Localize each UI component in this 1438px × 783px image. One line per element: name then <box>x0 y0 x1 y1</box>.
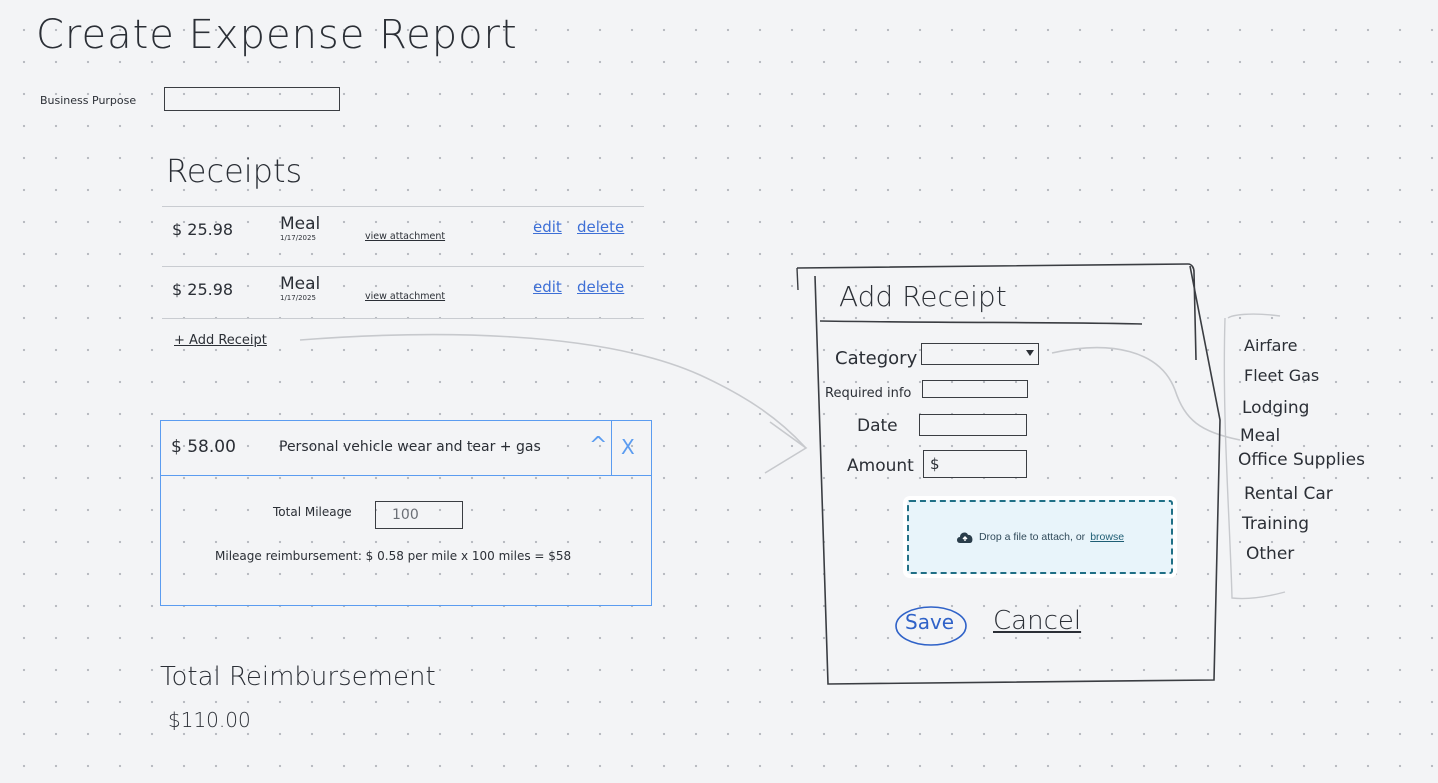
total-reimbursement-label: Total Reimbursement <box>160 662 436 692</box>
receipt-date: 1/17/2025 <box>280 294 316 302</box>
total-mileage-value: 100 <box>392 507 419 523</box>
total-reimbursement-value: $110.00 <box>168 708 251 732</box>
receipt-category: Meal <box>280 214 321 234</box>
page-title: Create Expense Report <box>36 12 518 58</box>
receipts-divider <box>162 266 644 267</box>
add-receipt-dialog: Add Receipt Category Required info Date … <box>815 266 1215 684</box>
amount-input[interactable]: $ <box>923 450 1027 478</box>
category-option[interactable]: Rental Car <box>1244 484 1333 504</box>
chevron-up-icon[interactable]: ^ <box>589 433 608 458</box>
mileage-header: $ 58.00 Personal vehicle wear and tear +… <box>161 421 651 476</box>
receipts-heading: Receipts <box>166 152 303 190</box>
delete-link[interactable]: delete <box>577 218 625 236</box>
close-icon[interactable]: X <box>621 435 635 459</box>
business-purpose-label: Business Purpose <box>40 94 137 107</box>
save-button[interactable]: Save <box>905 610 955 634</box>
file-dropzone[interactable]: Drop a file to attach, or browse <box>907 500 1173 574</box>
date-input[interactable] <box>919 414 1027 436</box>
amount-label: Amount <box>847 456 914 476</box>
receipt-category: Meal <box>280 274 321 294</box>
total-mileage-label: Total Mileage <box>273 505 352 519</box>
view-attachment-link[interactable]: view attachment <box>365 231 446 242</box>
category-select[interactable] <box>921 343 1039 365</box>
category-option[interactable]: Lodging <box>1242 398 1310 418</box>
receipt-date: 1/17/2025 <box>280 234 316 242</box>
date-label: Date <box>857 416 898 436</box>
category-option[interactable]: Office Supplies <box>1238 450 1365 470</box>
category-option[interactable]: Other <box>1246 544 1295 564</box>
mileage-reimbursement-text: Mileage reimbursement: $ 0.58 per mile x… <box>215 549 572 563</box>
business-purpose-input[interactable] <box>164 87 340 111</box>
cloud-upload-icon <box>956 532 973 543</box>
dropdown-arrow-icon <box>1026 350 1034 356</box>
required-info-label: Required info <box>825 386 912 401</box>
category-option[interactable]: Airfare <box>1244 336 1298 355</box>
receipt-row: $ 25.98 Meal 1/17/2025 view attachment e… <box>162 208 644 264</box>
category-option[interactable]: Training <box>1242 514 1310 534</box>
browse-link[interactable]: browse <box>1090 531 1125 543</box>
add-receipt-link[interactable]: + Add Receipt <box>174 333 267 348</box>
mileage-amount: $ 58.00 <box>171 437 236 457</box>
delete-link[interactable]: delete <box>577 278 625 296</box>
edit-link[interactable]: edit <box>533 218 562 236</box>
header-separator <box>611 421 612 475</box>
amount-prefix: $ <box>930 455 940 473</box>
required-info-input[interactable] <box>922 380 1028 398</box>
receipts-divider-top <box>162 206 644 207</box>
receipts-divider-bottom <box>162 318 644 319</box>
view-attachment-link[interactable]: view attachment <box>365 291 446 302</box>
category-option[interactable]: Meal <box>1240 426 1281 446</box>
mileage-description: Personal vehicle wear and tear + gas <box>279 439 541 455</box>
cancel-button[interactable]: Cancel <box>993 606 1082 636</box>
save-circle <box>895 606 967 646</box>
dropzone-text: Drop a file to attach, or <box>978 531 1086 543</box>
category-label: Category <box>835 348 918 369</box>
mileage-panel: $ 58.00 Personal vehicle wear and tear +… <box>160 420 652 606</box>
category-option[interactable]: Fleet Gas <box>1244 366 1320 385</box>
total-mileage-input[interactable]: 100 <box>375 501 463 529</box>
edit-link[interactable]: edit <box>533 278 562 296</box>
receipt-amount: $ 25.98 <box>172 220 234 239</box>
receipt-row: $ 25.98 Meal 1/17/2025 view attachment e… <box>162 268 644 318</box>
dialog-title: Add Receipt <box>839 280 1007 313</box>
receipt-amount: $ 25.98 <box>172 280 234 299</box>
